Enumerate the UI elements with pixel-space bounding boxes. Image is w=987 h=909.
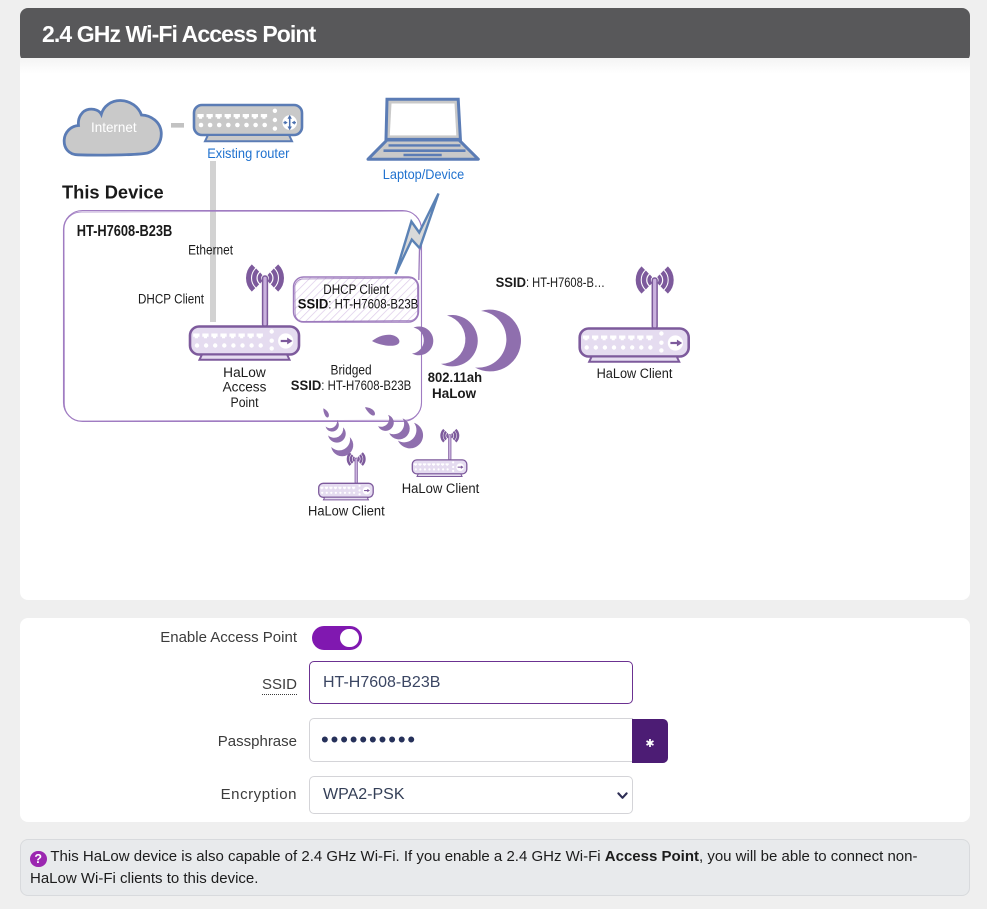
svg-text:HaLow Client: HaLow Client	[402, 481, 480, 496]
svg-text:SSID: SSID	[496, 275, 527, 290]
svg-text:: HT-H7608-B23B: : HT-H7608-B23B	[328, 297, 418, 312]
svg-text:Bridged: Bridged	[331, 363, 372, 378]
svg-text:Point: Point	[231, 395, 259, 410]
svg-text:: HT-H7608-B…: : HT-H7608-B…	[526, 275, 605, 290]
svg-text:Existing router: Existing router	[207, 145, 290, 161]
svg-text:HaLow: HaLow	[223, 365, 266, 380]
svg-text:SSID: SSID	[298, 297, 329, 312]
svg-text:Laptop/Device: Laptop/Device	[383, 166, 465, 182]
svg-text:This Device: This Device	[62, 182, 164, 202]
svg-text:802.11ah: 802.11ah	[428, 370, 482, 385]
svg-text:DHCP Client: DHCP Client	[138, 292, 204, 307]
svg-text:HaLow: HaLow	[432, 386, 477, 401]
svg-text:: HT-H7608-B23B: : HT-H7608-B23B	[321, 378, 411, 393]
svg-text:HaLow Client: HaLow Client	[597, 366, 673, 381]
svg-text:Ethernet: Ethernet	[188, 243, 233, 258]
svg-text:HaLow Client: HaLow Client	[308, 504, 385, 519]
svg-text:DHCP Client: DHCP Client	[323, 282, 389, 297]
svg-text:Access: Access	[223, 380, 267, 395]
svg-text:Internet: Internet	[91, 119, 137, 135]
svg-text:SSID: SSID	[291, 378, 322, 393]
svg-text:HT-H7608-B23B: HT-H7608-B23B	[77, 223, 173, 240]
